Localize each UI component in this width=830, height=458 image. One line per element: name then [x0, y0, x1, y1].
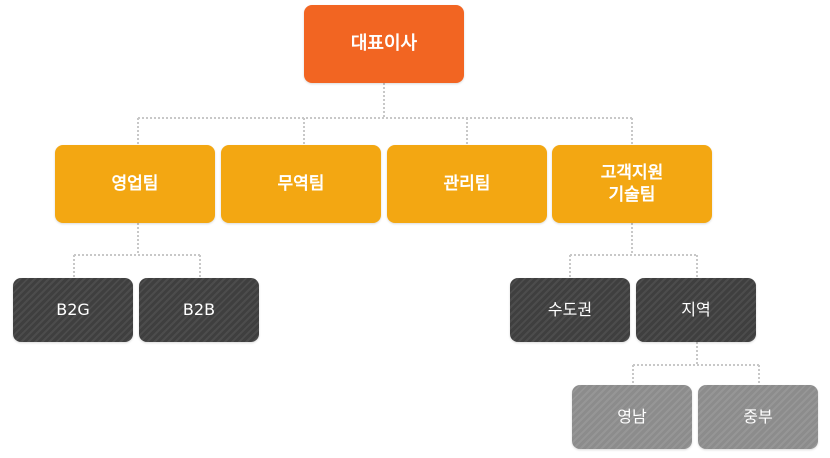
- node-support-team-label-line2: 기술팀: [608, 185, 656, 205]
- node-b2b: B2B: [139, 278, 259, 342]
- node-local: 지역: [636, 278, 756, 342]
- node-trade-team-label: 무역팀: [277, 174, 325, 194]
- node-sales-team-label: 영업팀: [111, 174, 159, 194]
- node-admin-team: 관리팀: [387, 145, 547, 223]
- node-support-team: 고객지원 기술팀: [552, 145, 712, 223]
- node-jungbu-label: 중부: [743, 407, 773, 426]
- node-trade-team: 무역팀: [221, 145, 381, 223]
- node-yeongnam-label: 영남: [617, 407, 647, 426]
- node-yeongnam: 영남: [572, 385, 692, 449]
- node-local-label: 지역: [681, 300, 711, 319]
- node-ceo-label: 대표이사: [350, 33, 418, 54]
- node-b2b-label: B2B: [182, 300, 216, 319]
- node-support-team-label-line1: 고객지원: [600, 163, 664, 183]
- node-admin-team-label: 관리팀: [443, 174, 491, 194]
- node-capital-area: 수도권: [510, 278, 630, 342]
- node-capital-area-label: 수도권: [547, 300, 593, 319]
- node-jungbu: 중부: [698, 385, 818, 449]
- node-sales-team: 영업팀: [55, 145, 215, 223]
- node-b2g: B2G: [13, 278, 133, 342]
- node-b2g-label: B2G: [56, 300, 90, 319]
- node-ceo: 대표이사: [304, 5, 464, 83]
